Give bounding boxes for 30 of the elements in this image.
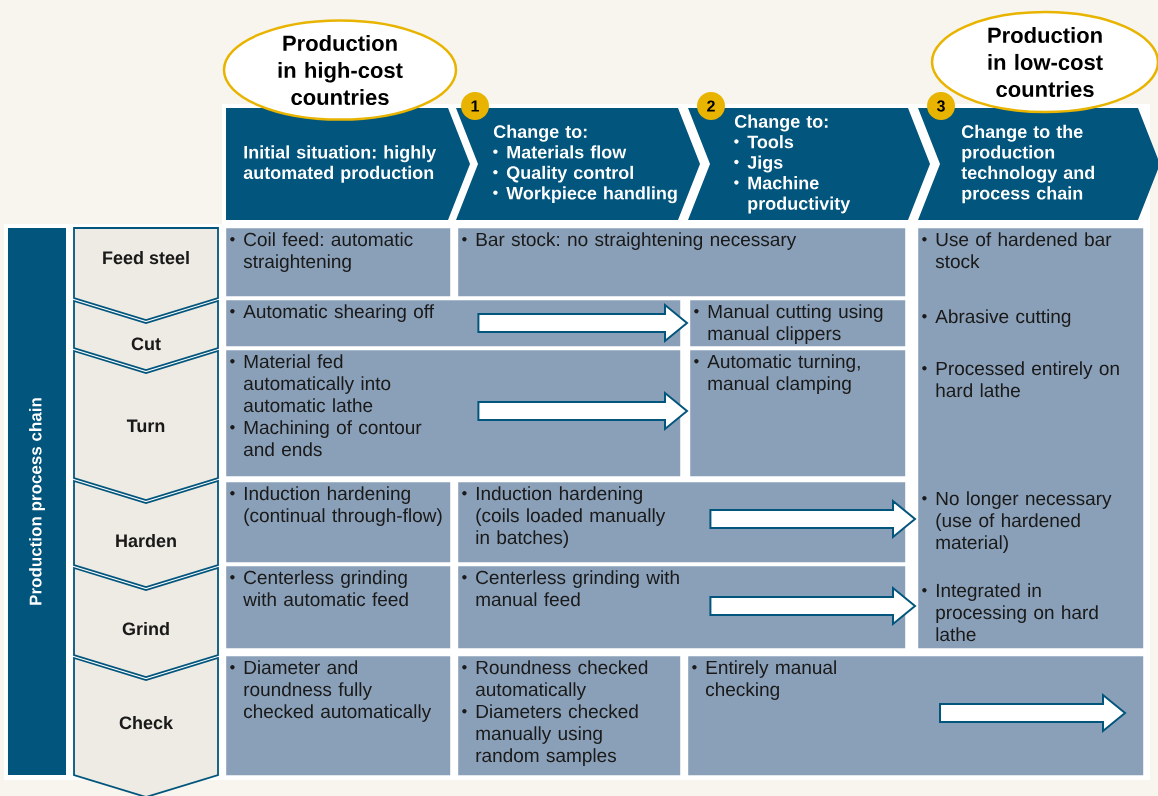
node-label: Quality control (506, 165, 633, 183)
table-cell: Use of hardened bar stock Abrasive cutting Processed entirely on hard lathe No longer necessary (use of hardened material) Integrated in processing on hard lathe (918, 228, 1144, 649)
process-step-box: Harden (73, 479, 219, 588)
table-cell: Centerless grinding with automatic feed (226, 566, 451, 649)
process-step-box: Turn (73, 349, 219, 501)
table-cell: Coil feed: automatic straightening (226, 228, 451, 297)
node-label: Change to: (493, 124, 587, 142)
block-arrow (477, 390, 689, 432)
table-cell: Automatic turning, manual clamping (690, 350, 906, 477)
block-arrow (709, 498, 917, 540)
number-badge: 1 (461, 92, 489, 120)
ellipse-callout: Production in high-cost countries (222, 19, 458, 121)
table-cell: Diameter and roundness fully checked automatically (226, 656, 451, 776)
block-arrow (477, 302, 689, 344)
number-badge: 2 (697, 92, 725, 120)
table-cell: Material fed automatically into automatic lathe Machining of contour and ends (226, 350, 681, 477)
table-cell: Induction hardening (continual through-flow) (226, 482, 451, 563)
table-cell: Manual cutting using manual clippers (690, 300, 906, 347)
chevron-header: Initial situation: highly automated production (226, 108, 470, 220)
node-label: Check (119, 715, 174, 730)
table-cell: Roundness checked automatically Diameters checked manually using random samples (458, 656, 681, 776)
process-step-box: Grind (73, 566, 219, 678)
block-arrow (709, 585, 917, 627)
process-step-box: Check (73, 656, 219, 796)
node-label: Materials flow (507, 145, 627, 159)
table-cell: Bar stock: no straightening necessary (458, 228, 906, 297)
vertical-band: Production process chain (8, 228, 66, 775)
table-cell: Entirely manual checking (688, 656, 1144, 776)
number-badge: 3 (927, 92, 955, 120)
node-label: Workpiece handling (506, 186, 677, 204)
